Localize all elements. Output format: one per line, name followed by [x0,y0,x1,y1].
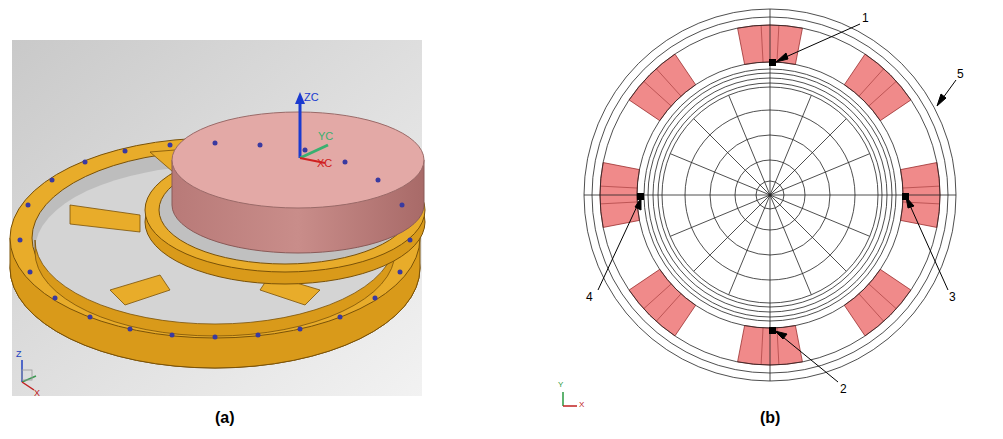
axis-label: Z [16,350,22,359]
block-line [761,25,763,62]
block-line [869,81,896,106]
block-line [600,202,637,204]
block-line [761,328,763,365]
panel-label: (a) [215,410,235,426]
axis-label: XC [317,158,332,169]
radial-line [770,195,878,196]
block-line [656,69,681,96]
axis-label: X [579,401,584,409]
callout-number: 1 [862,12,869,24]
radial-line [694,195,770,271]
block-line [600,186,637,188]
axis-label: Y [558,381,563,389]
measure-points [637,59,909,334]
axis-line [770,303,771,381]
red-block [844,54,911,121]
panel-label: (b) [760,410,780,426]
radial-line [770,119,846,195]
callout-number: 5 [957,68,964,80]
disc [172,112,424,253]
radial-line [770,195,870,236]
block-line [903,186,940,188]
block-line [869,284,896,309]
radial-line [729,195,770,295]
callout-number: 3 [949,291,956,303]
bolt-holes [18,141,413,340]
red-block [629,54,696,121]
axis-label: ZC [304,92,319,103]
radial-line [670,154,770,195]
leader-lines [598,22,956,382]
top-view [584,9,956,381]
block-line [859,69,884,96]
block-line [777,25,779,62]
radial-line [662,195,770,196]
axis-line [584,195,662,196]
radial-line [694,119,770,195]
radial-line [770,87,771,195]
axes [295,92,328,163]
red-block [629,269,696,336]
view-triad [563,392,577,406]
block-line [859,294,884,321]
callout-number: 2 [840,383,847,395]
block-line [644,284,671,309]
view-triad [22,360,36,390]
axis-label: X [34,389,40,398]
callout-number: 4 [586,291,593,303]
radial-line [770,195,846,271]
red-block [844,269,911,336]
axis-label: YC [318,131,333,142]
axis-line [878,195,956,196]
block-line [644,81,671,106]
radial-line [770,95,811,195]
block-line [656,294,681,321]
axis-line [770,9,771,87]
radial-line [770,195,771,303]
